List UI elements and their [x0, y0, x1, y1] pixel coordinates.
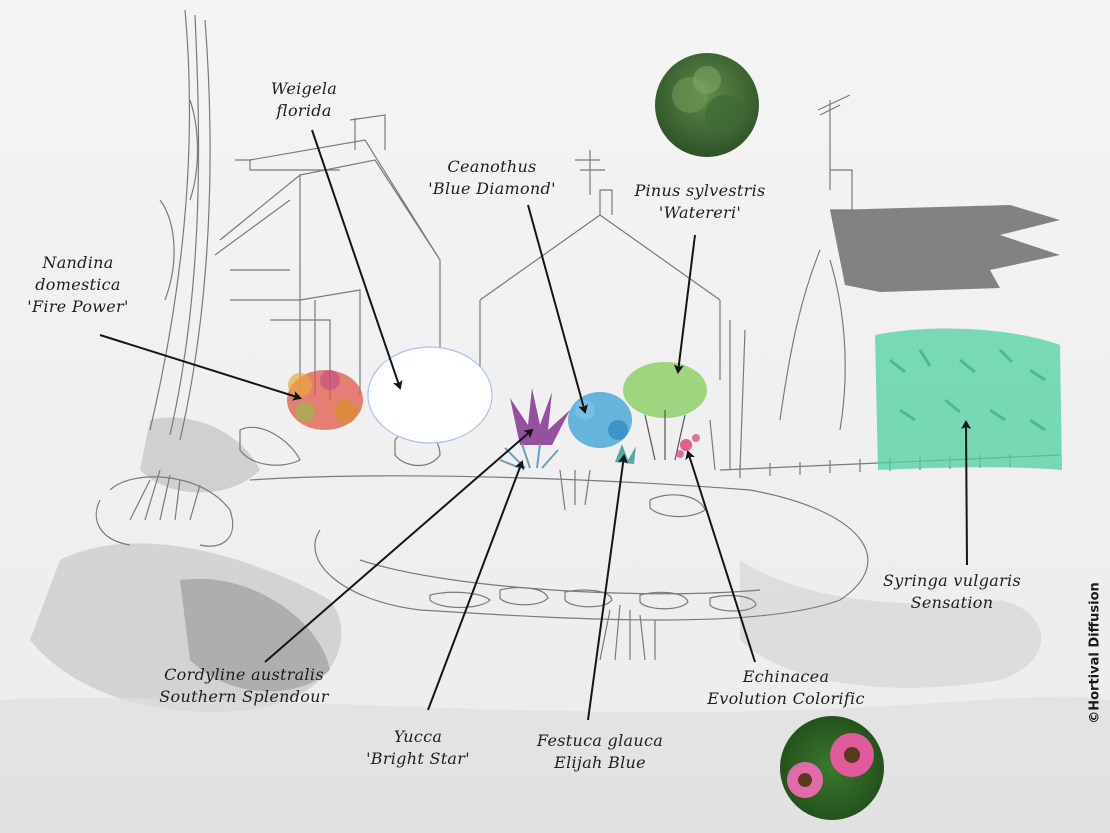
label-ceanothus-line1: Ceanothus	[447, 157, 537, 176]
label-nandina-line2: domestica	[35, 275, 121, 294]
label-yucca-line1: Yucca	[393, 727, 443, 746]
arrow-yucca	[427, 460, 525, 711]
label-cordyline: Cordyline australis Southern Splendour	[159, 664, 328, 708]
copyright-notice: ©Hortival Diffusion	[1086, 578, 1104, 728]
plant-ceanothus	[568, 392, 632, 448]
label-syringa: Syringa vulgaris Sensation	[883, 570, 1021, 614]
label-pinus: Pinus sylvestris 'Watereri'	[634, 180, 765, 224]
plant-cordyline	[510, 388, 570, 445]
arrow-cordyline	[264, 428, 534, 663]
copyright-text: ©Hortival Diffusion	[1087, 582, 1103, 724]
plant-weigela	[367, 346, 493, 444]
label-ceanothus-line2: 'Blue Diamond'	[428, 179, 556, 198]
arrow-ceanothus	[527, 204, 588, 414]
arrows	[99, 129, 972, 721]
plant-echinacea	[676, 434, 700, 458]
arrow-weigela	[311, 129, 403, 390]
label-echinacea: Echinacea Evolution Colorific	[707, 666, 864, 710]
photo-echinacea-inset	[780, 716, 884, 820]
label-pinus-line2: 'Watereri'	[658, 203, 742, 222]
label-ceanothus: Ceanothus 'Blue Diamond'	[428, 156, 556, 200]
plant-festuca	[615, 444, 636, 464]
photo-pine-inset	[655, 53, 759, 157]
label-echinacea-line1: Echinacea	[742, 667, 830, 686]
arrow-nandina	[99, 334, 302, 401]
label-nandina: Nandina domestica 'Fire Power'	[27, 252, 128, 318]
label-nandina-line1: Nandina	[42, 253, 114, 272]
label-syringa-line1: Syringa vulgaris	[883, 571, 1021, 590]
label-nandina-line3: 'Fire Power'	[27, 297, 129, 316]
label-festuca: Festuca glauca Elijah Blue	[537, 730, 663, 774]
label-yucca-line2: 'Bright Star'	[366, 749, 470, 768]
plant-nandina	[287, 370, 363, 430]
label-festuca-line2: Elijah Blue	[554, 753, 646, 772]
label-echinacea-line2: Evolution Colorific	[707, 689, 865, 708]
plant-pinus	[623, 362, 707, 461]
label-syringa-line2: Sensation	[910, 593, 994, 612]
arrow-festuca	[587, 454, 629, 721]
label-weigela-line2: florida	[276, 101, 332, 120]
plant-syringa	[875, 328, 1062, 470]
arrow-echinacea	[685, 450, 756, 663]
label-cordyline-line2: Southern Splendour	[159, 687, 329, 706]
arrow-pinus	[673, 234, 696, 374]
label-pinus-line1: Pinus sylvestris	[634, 181, 766, 200]
label-festuca-line1: Festuca glauca	[536, 731, 664, 750]
label-yucca: Yucca 'Bright Star'	[366, 726, 470, 770]
label-weigela: Weigela florida	[271, 78, 337, 122]
plant-yucca	[499, 443, 559, 469]
label-weigela-line1: Weigela	[270, 79, 338, 98]
label-cordyline-line1: Cordyline australis	[164, 665, 324, 684]
arrow-syringa	[961, 420, 972, 566]
